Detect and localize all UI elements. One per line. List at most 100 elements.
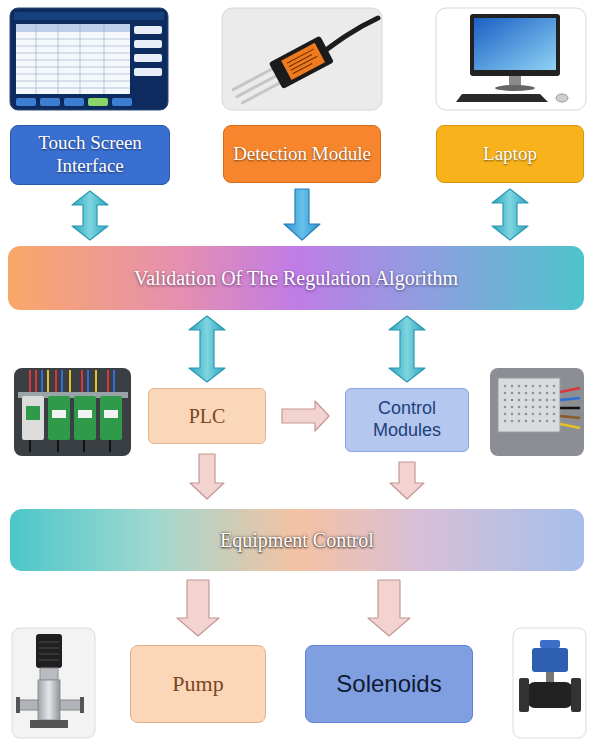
plc-photo <box>48 396 70 440</box>
plc-photo <box>104 410 118 418</box>
node-label: Equipment Control <box>220 528 374 552</box>
double-arrow <box>492 189 528 240</box>
control-module-photo <box>553 420 556 423</box>
node-label: Control Modules <box>354 398 460 441</box>
flow-arrow <box>368 580 410 636</box>
pump-photo <box>12 628 95 738</box>
sensor-photo <box>242 82 281 103</box>
control-module-photo <box>504 385 507 388</box>
control-module-photo <box>553 406 556 409</box>
control-module-photo <box>532 406 535 409</box>
pump-photo <box>39 642 59 660</box>
flow-arrow <box>284 189 320 240</box>
touch-screen-photo <box>16 67 130 68</box>
pump-photo <box>12 628 95 738</box>
touch-screen-photo <box>16 24 130 94</box>
control-module-photo <box>525 420 528 423</box>
control-module-photo <box>553 385 556 388</box>
flow-arrow <box>177 580 219 636</box>
control-module-photo <box>525 392 528 395</box>
stage-band: Validation Of The Regulation Algorithm <box>8 246 584 310</box>
process-box: Control Modules <box>345 388 469 452</box>
double-arrow <box>72 191 108 240</box>
plc-photo <box>74 396 96 440</box>
plc-photo <box>100 396 122 440</box>
control-module-photo <box>504 392 507 395</box>
computer-photo <box>436 8 586 110</box>
control-module-photo <box>518 399 521 402</box>
control-module-photo <box>504 385 556 423</box>
control-module-photo <box>498 378 560 432</box>
process-box: Detection Module <box>223 125 381 183</box>
pump-photo <box>80 697 84 713</box>
control-module-photo <box>504 399 507 402</box>
computer-photo <box>436 8 586 110</box>
touch-screen-photo <box>134 54 162 62</box>
touch-screen-photo <box>16 88 130 89</box>
plc-photo <box>52 410 66 418</box>
control-module-photo <box>560 416 580 418</box>
computer-photo <box>456 94 548 102</box>
touch-screen-photo <box>16 60 130 61</box>
touch-screen-photo <box>80 24 81 94</box>
control-module-photo <box>525 406 528 409</box>
sensor-photo <box>230 36 334 110</box>
control-module-photo <box>553 413 556 416</box>
computer-photo <box>509 76 521 86</box>
process-box: Solenoids <box>305 645 473 723</box>
computer-photo <box>470 14 560 76</box>
flow-arrow <box>282 401 329 431</box>
touch-screen-photo <box>134 68 162 76</box>
touch-screen-photo <box>10 8 168 110</box>
plc-photo <box>14 368 131 456</box>
double-arrow <box>389 316 425 382</box>
control-module-photo <box>532 385 535 388</box>
touch-screen-photo <box>58 24 59 94</box>
touch-screen-photo <box>16 24 130 32</box>
computer-photo <box>556 94 568 102</box>
control-module-photo <box>546 385 549 388</box>
node-label: Laptop <box>483 143 537 166</box>
control-module-photo <box>560 424 580 428</box>
touch-screen-photo <box>16 81 130 82</box>
control-module-photo <box>518 385 521 388</box>
sensor-photo <box>222 8 382 110</box>
valve-photo <box>546 672 554 682</box>
control-module-photo <box>532 420 535 423</box>
touch-screen-photo <box>88 98 108 106</box>
pump-photo <box>38 680 60 720</box>
pump-photo <box>30 720 68 728</box>
control-module-photo <box>525 399 528 402</box>
control-module-photo <box>532 413 535 416</box>
control-module-photo <box>539 406 542 409</box>
pump-photo <box>40 668 58 680</box>
touch-screen-photo <box>16 39 130 40</box>
control-module-photo <box>546 413 549 416</box>
sensor-photo <box>293 63 312 73</box>
touch-screen-photo <box>36 24 37 94</box>
valve-photo <box>527 682 573 708</box>
valve-photo <box>519 678 529 712</box>
control-module-photo <box>560 407 580 410</box>
sensor-photo <box>222 8 382 110</box>
touch-screen-photo <box>134 40 162 48</box>
control-module-photo <box>525 385 528 388</box>
control-module-photo <box>539 420 542 423</box>
control-module-photo <box>504 413 507 416</box>
sensor-photo <box>281 43 325 80</box>
node-label: Pump <box>172 671 223 697</box>
control-module-photo <box>539 392 542 395</box>
control-module-photo <box>525 413 528 416</box>
plc-photo <box>26 406 40 420</box>
process-box: Pump <box>130 645 266 723</box>
control-module-photo <box>546 392 549 395</box>
touch-screen-photo <box>16 53 130 54</box>
node-label: Validation Of The Regulation Algorithm <box>134 266 458 290</box>
touch-screen-photo <box>134 26 162 34</box>
pump-photo <box>16 697 20 713</box>
valve-photo <box>540 640 560 648</box>
control-module-photo <box>511 399 514 402</box>
